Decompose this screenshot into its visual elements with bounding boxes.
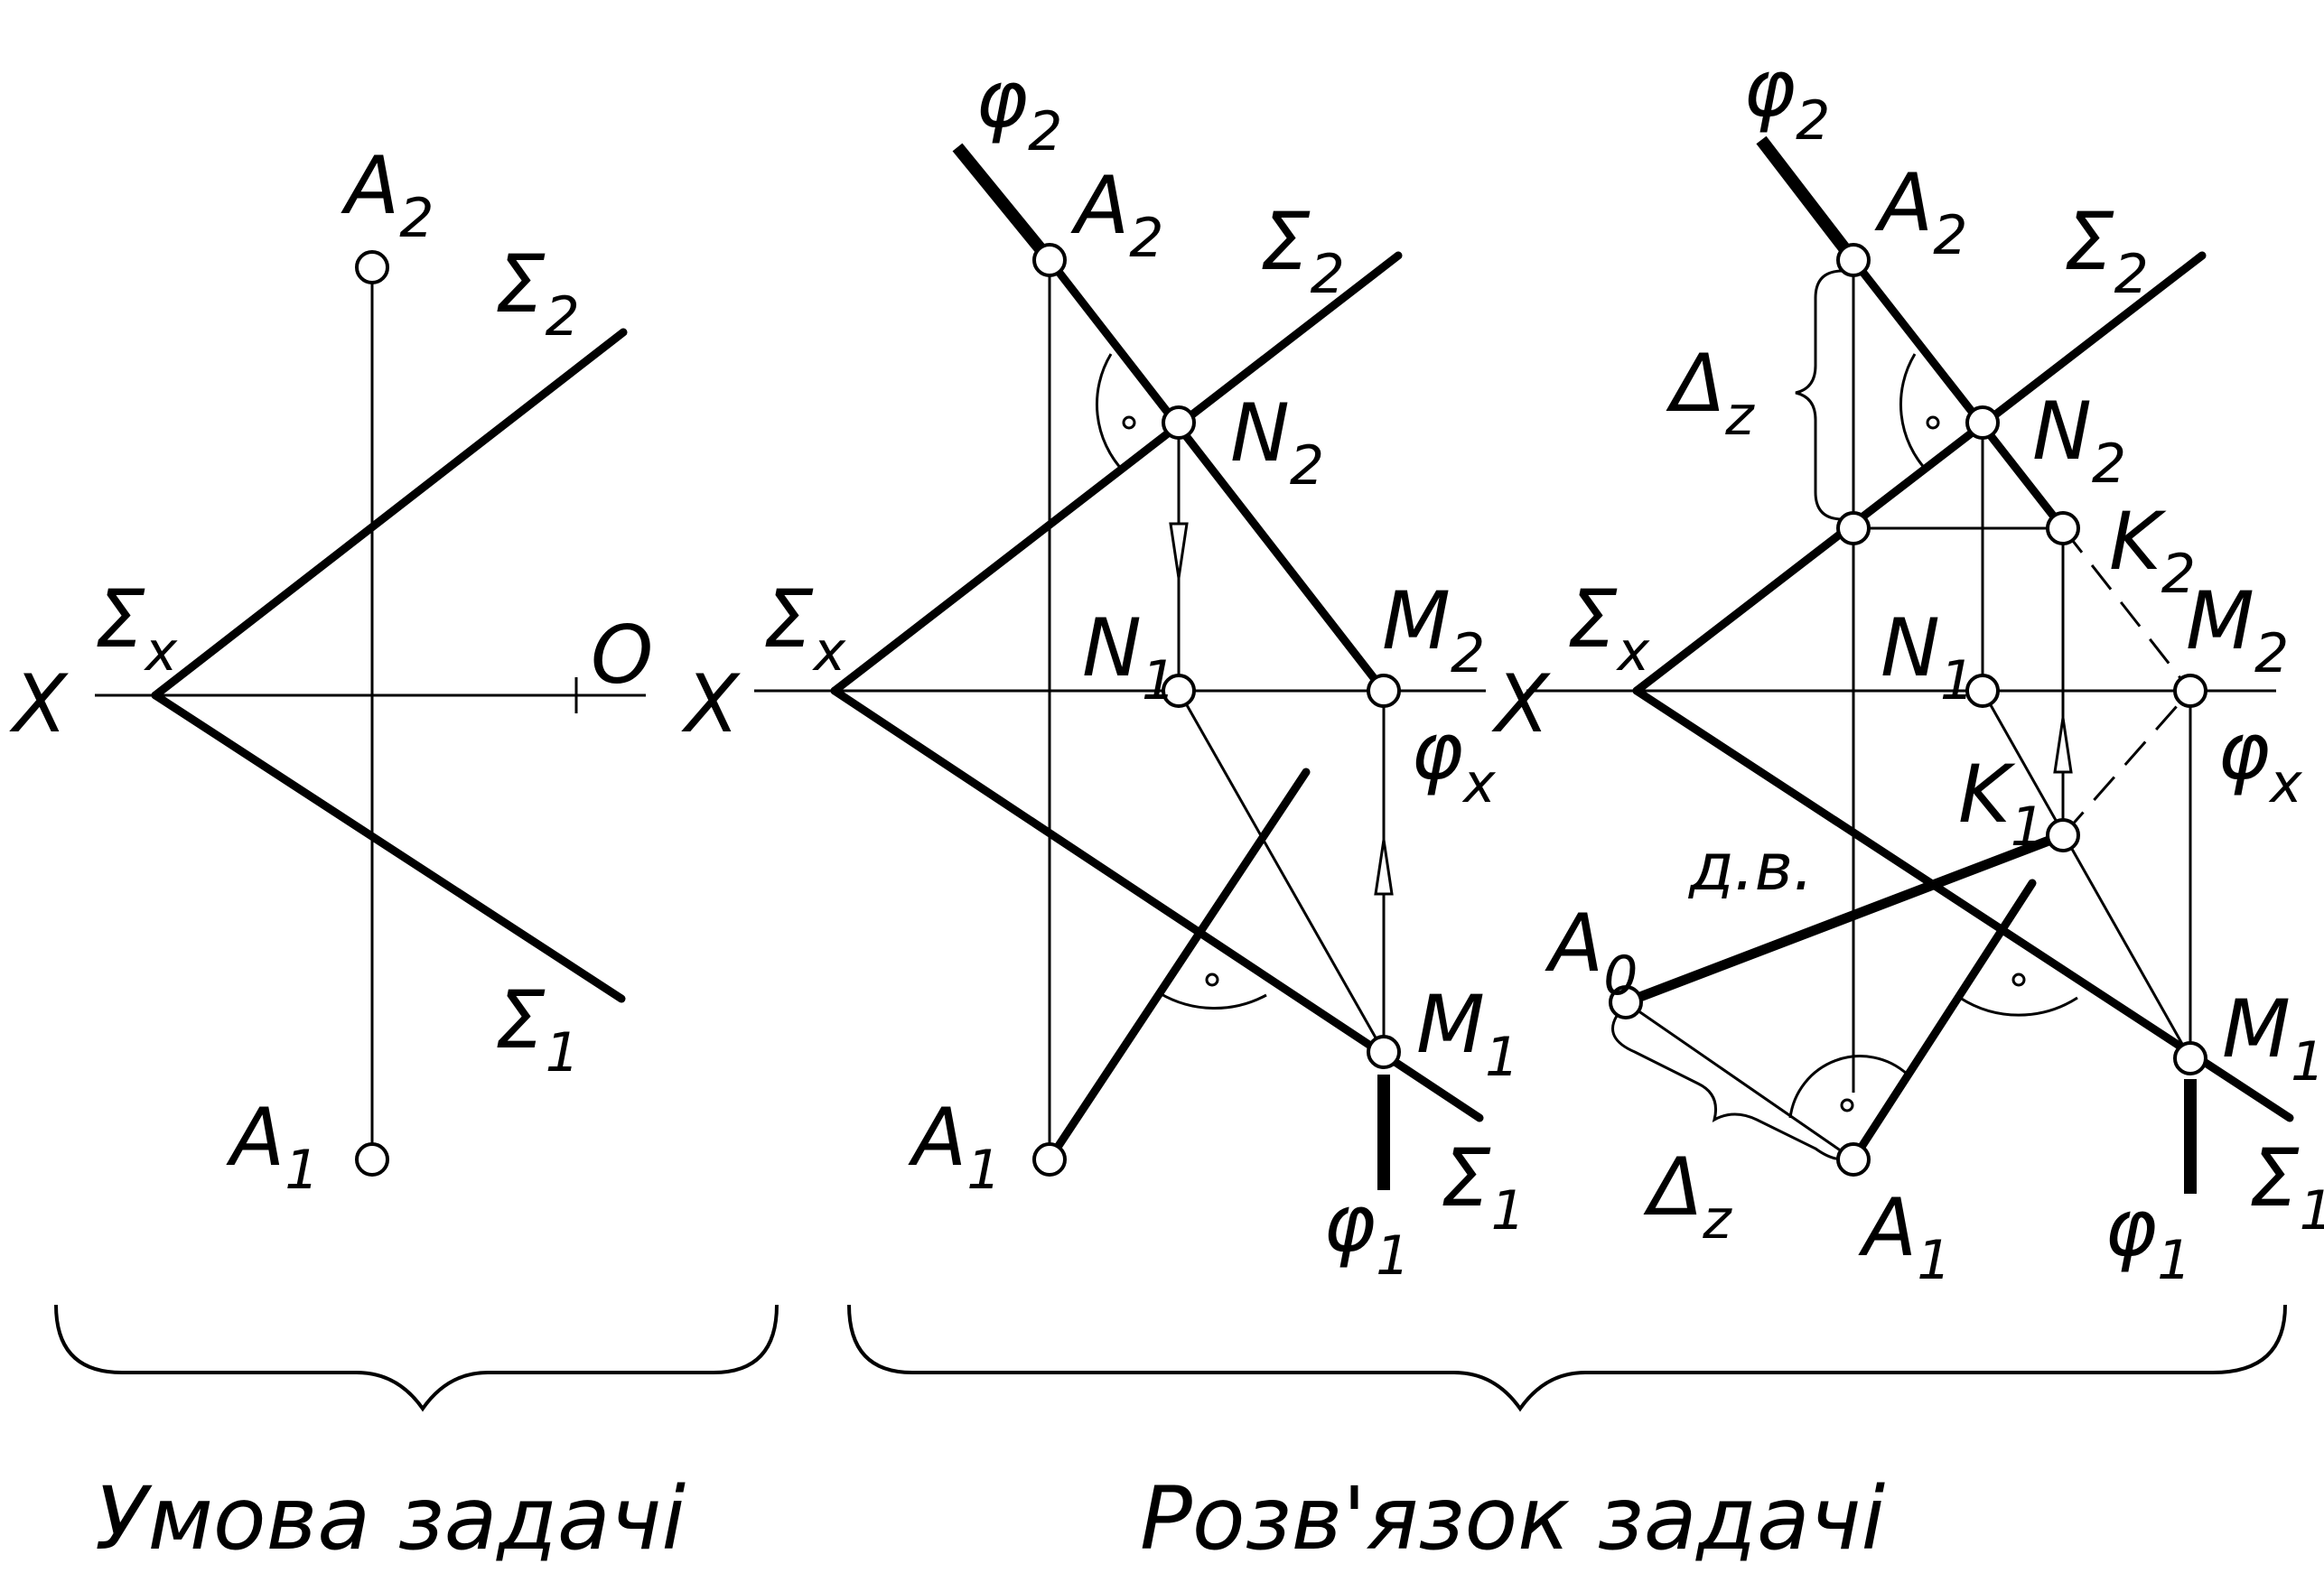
brace-solution <box>847 1304 2287 1412</box>
arrow-up <box>1374 839 1394 896</box>
label-sigma-x: Σx <box>763 572 846 684</box>
label-k1: K1 <box>1958 748 2045 859</box>
right-angle-arc-front <box>1095 353 1125 473</box>
brace-delta-z-top <box>1795 269 1843 521</box>
right-angle-arc-a1 <box>1788 1055 1909 1119</box>
brace-delta-z-bottom <box>1611 1015 1853 1161</box>
label-a0: A0 <box>1545 897 1638 1008</box>
label-n2: N2 <box>1230 386 1324 498</box>
point-n1 <box>1965 674 2000 708</box>
label-o: O <box>591 609 653 702</box>
point-m2 <box>1367 674 1401 708</box>
phi-2-trace-heavy <box>1756 135 1859 265</box>
label-n2: N2 <box>2032 385 2126 496</box>
point-m2 <box>2173 674 2207 708</box>
right-angle-dot-top <box>1205 973 1219 987</box>
label-a2: A2 <box>341 139 434 250</box>
point-a2 <box>355 250 389 284</box>
label-sigma-2: Σ2 <box>1260 195 1345 306</box>
brace-condition <box>54 1304 779 1412</box>
point-a2-level <box>1836 511 1871 545</box>
point-a0 <box>1609 985 1643 1019</box>
label-delta-z-bottom: Δz <box>1643 1140 1732 1252</box>
label-n1: N1 <box>1082 601 1176 712</box>
label-m1: M1 <box>2222 982 2324 1094</box>
point-k1 <box>2046 818 2080 852</box>
caption-condition: Умова задачі <box>95 1468 686 1568</box>
perpendicular-from-a1 <box>1045 768 1311 1164</box>
phi-2-trace <box>1045 256 1388 695</box>
label-a1: A1 <box>226 1091 319 1202</box>
sigma-1-trace <box>151 691 626 1003</box>
right-angle-dot-top <box>2011 973 2026 987</box>
label-x: X <box>1491 657 1551 750</box>
label-a1: A1 <box>908 1091 1001 1202</box>
true-length-segment <box>1620 830 2068 1008</box>
label-phi-x: φx <box>1411 704 1496 815</box>
label-delta-z-top: Δz <box>1666 337 1755 448</box>
label-sigma-1: Σ1 <box>2249 1131 2324 1243</box>
sigma-2-trace <box>830 251 1403 695</box>
point-a1 <box>355 1142 389 1177</box>
right-angle-dot-a1 <box>1840 1098 1854 1112</box>
label-a2: A2 <box>1070 159 1163 270</box>
point-m1 <box>1367 1035 1401 1069</box>
point-a2 <box>1032 243 1067 277</box>
label-a2: A2 <box>1874 156 1967 267</box>
caption-solution: Розв'язок задачі <box>1140 1468 1885 1568</box>
label-phi-1: φ1 <box>1323 1177 1410 1288</box>
line-n1-m1 <box>1177 690 1386 1053</box>
line-n1-m1 <box>1981 690 2192 1059</box>
panel-condition: X Σx Σ2 Σ1 A2 A1 O <box>9 139 653 1202</box>
label-sigma-1: Σ1 <box>495 973 580 1084</box>
label-m1: M1 <box>1416 978 1519 1089</box>
arrow-down <box>1169 522 1189 579</box>
point-a1 <box>1032 1142 1067 1177</box>
phi-2-trace-hidden <box>2061 527 2192 692</box>
label-x: X <box>681 657 741 750</box>
point-m1 <box>2173 1041 2207 1075</box>
arrow-up <box>2053 717 2073 774</box>
panel-solution-step-1: X Σx Σ2 Σ1 φ2 φ1 φx A2 A1 N2 N1 M2 M1 <box>681 52 1526 1288</box>
label-sigma-2: Σ2 <box>495 237 580 349</box>
point-a2 <box>1836 243 1871 277</box>
label-n1: N1 <box>1881 601 1974 712</box>
point-k2 <box>2046 511 2080 545</box>
panel-solution-step-2: X Σx Σ2 Σ1 φ2 φ1 φx A2 A1 A0 N2 N1 K2 K1… <box>1491 42 2324 1292</box>
label-k2: K2 <box>2109 495 2196 606</box>
point-n1 <box>1162 674 1196 708</box>
label-phi-2: φ2 <box>1743 42 1830 153</box>
phi-2-trace <box>1849 256 2067 533</box>
label-a1: A1 <box>1858 1181 1951 1292</box>
right-angle-arc-top <box>1159 991 1267 1010</box>
perpendicular-from-a1 <box>1849 879 2037 1164</box>
label-sigma-2: Σ2 <box>2064 195 2149 306</box>
sigma-2-trace <box>151 328 628 700</box>
label-sigma-1: Σ1 <box>1441 1131 1526 1243</box>
label-m2: M2 <box>2186 574 2289 685</box>
sigma-2-trace <box>1632 251 2207 695</box>
hidden-line-k1-m2 <box>2061 690 2192 836</box>
right-angle-arc-top <box>1959 996 2078 1017</box>
label-phi-1: φ1 <box>2105 1181 2191 1292</box>
label-sigma-x: Σx <box>95 572 178 684</box>
label-m2: M2 <box>1382 574 1485 685</box>
right-angle-arc-front <box>1899 353 1929 473</box>
right-angle-dot-front <box>1122 415 1136 430</box>
label-phi-2: φ2 <box>975 52 1062 163</box>
line-a0-a1 <box>1625 1001 1854 1161</box>
label-phi-x: φx <box>2217 704 2302 815</box>
label-true-length: д.в. <box>1687 829 1814 905</box>
point-n2 <box>1965 405 2000 440</box>
phi-2-trace-heavy <box>952 143 1055 265</box>
point-a1 <box>1836 1142 1871 1177</box>
right-angle-dot-front <box>1926 415 1940 430</box>
label-sigma-x: Σx <box>1567 572 1650 684</box>
point-n2 <box>1162 405 1196 440</box>
label-x: X <box>9 657 69 750</box>
